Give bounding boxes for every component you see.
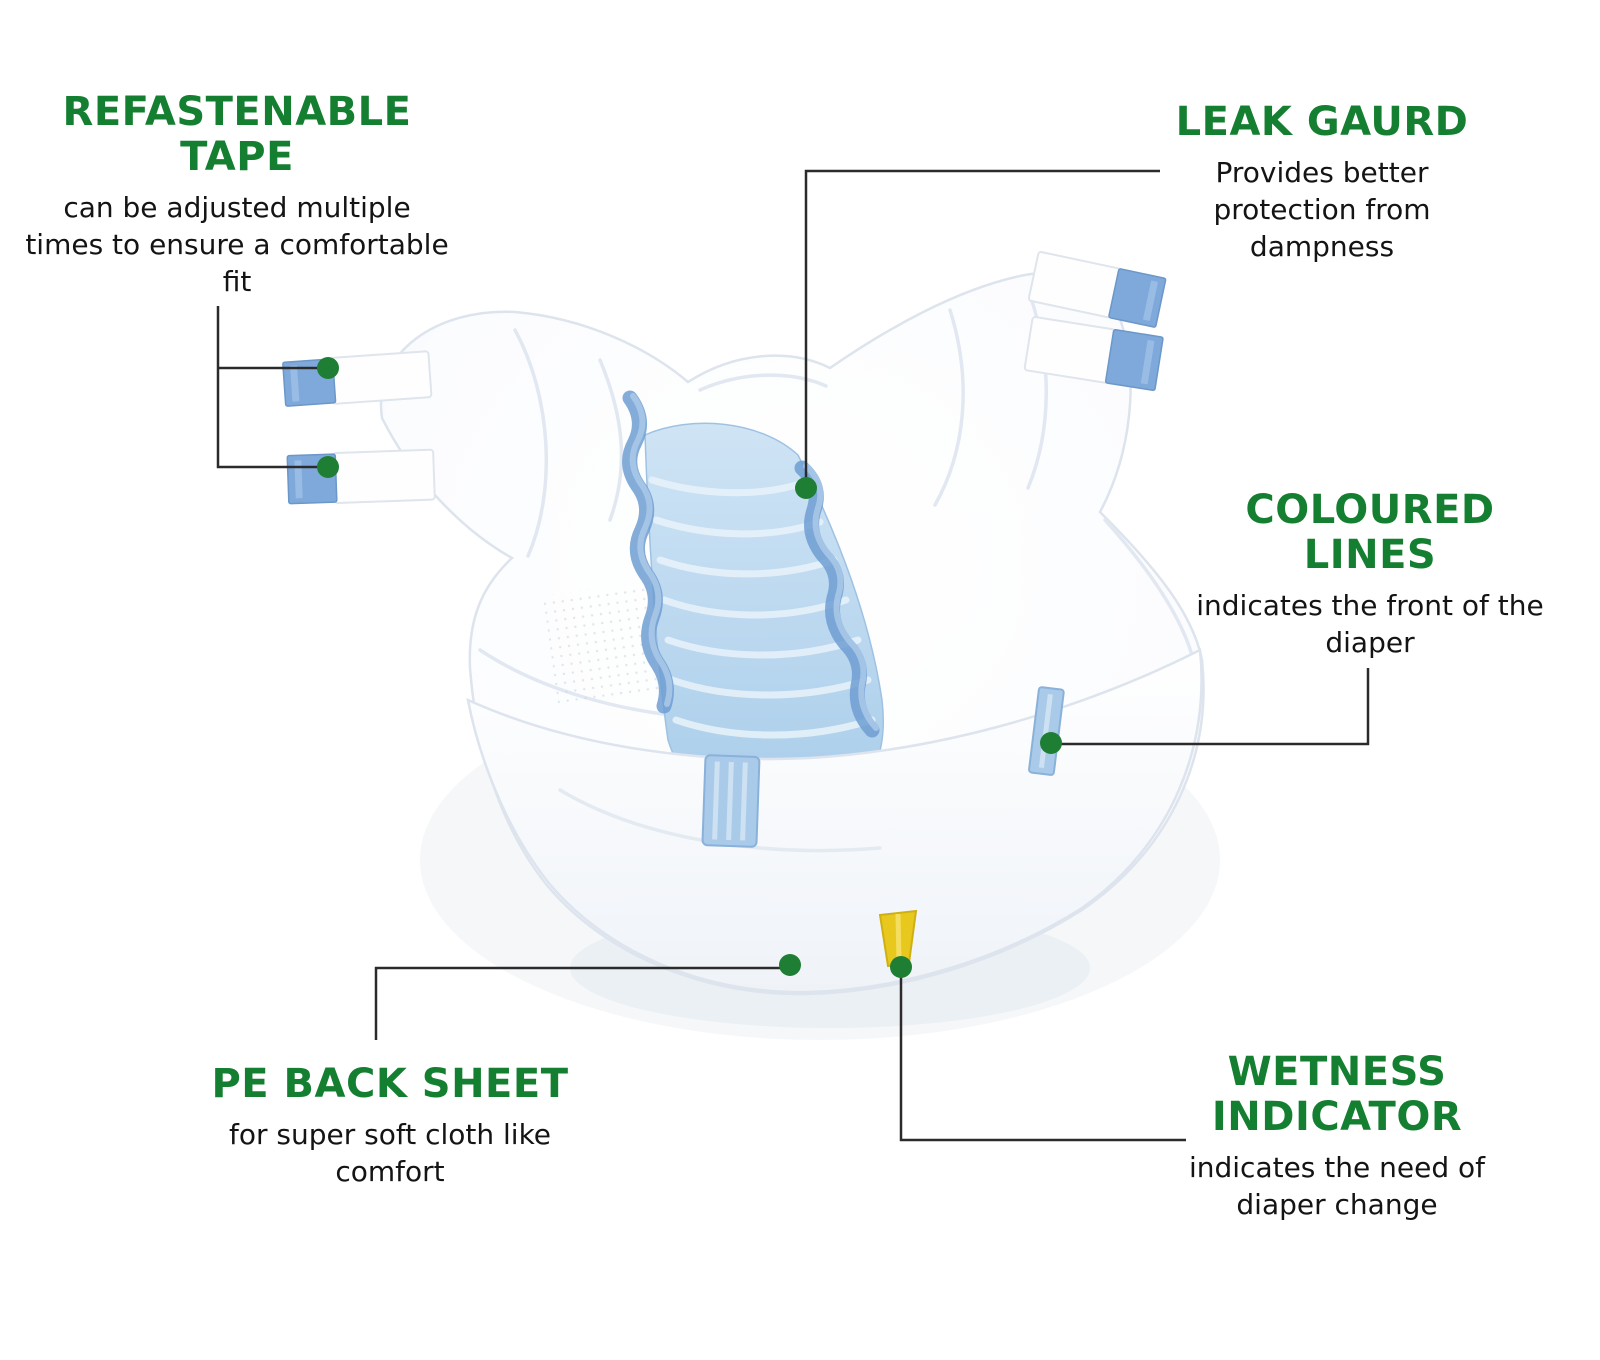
callout-desc-coloured-lines: indicates the front of the diaper: [1196, 588, 1544, 659]
callout-desc-pe-back-sheet: for super soft cloth like comfort: [228, 1117, 552, 1188]
front-ribbed-patch: [701, 754, 761, 848]
wetness-indicator-strip: [878, 909, 918, 968]
callout-coloured-lines: COLOURED LINES indicates the front of th…: [1185, 488, 1555, 662]
connector-leak-gaurd: [804, 169, 1160, 479]
tape-right-upper: [1027, 251, 1167, 328]
connector-refastenable-tape: [216, 306, 321, 469]
callout-title-refastenable-tape: REFASTENABLE TAPE: [62, 89, 412, 180]
dot-wetness-indicator: [890, 956, 912, 978]
callout-dots: [317, 357, 1062, 978]
callout-title-leak-gaurd: LEAK GAURD: [1175, 99, 1469, 145]
callout-pe-back-sheet: PE BACK SHEET for super soft cloth like …: [175, 1062, 605, 1191]
tape-right-lower: [1023, 316, 1164, 392]
callout-refastenable-tape: REFASTENABLE TAPE can be adjusted multip…: [22, 90, 452, 300]
callout-title-coloured-lines: COLOURED LINES: [1245, 487, 1495, 578]
mesh-texture: [542, 581, 666, 705]
connector-coloured-lines: [1061, 668, 1370, 746]
dot-leak-gaurd: [795, 477, 817, 499]
core-ribs: [648, 476, 876, 739]
front-panel: [466, 648, 1203, 994]
callout-desc-refastenable-tape: can be adjusted multiple times to ensure…: [25, 190, 449, 298]
callout-wetness-indicator: WETNESS INDICATOR indicates the need of …: [1137, 1050, 1537, 1224]
callout-title-wetness-indicator: WETNESS INDICATOR: [1211, 1049, 1463, 1140]
dot-refastenable-tape-upper: [317, 357, 339, 379]
callout-leak-gaurd: LEAK GAURD Provides better protection fr…: [1152, 100, 1492, 266]
dot-coloured-lines: [1040, 732, 1062, 754]
connector-lines: [216, 169, 1370, 1142]
connector-wetness-indicator: [899, 976, 1186, 1142]
callout-desc-wetness-indicator: indicates the need of diaper change: [1188, 1150, 1486, 1221]
dot-refastenable-tape-lower: [317, 456, 339, 478]
connector-pe-back-sheet: [374, 966, 780, 1040]
tape-left-lower: [286, 448, 436, 505]
callout-desc-leak-gaurd: Provides better protection from dampness: [1213, 155, 1431, 263]
tape-left-upper: [282, 350, 433, 407]
callout-title-pe-back-sheet: PE BACK SHEET: [211, 1061, 569, 1107]
leak-guard-ruffles: [622, 390, 880, 738]
dot-pe-back-sheet: [779, 954, 801, 976]
